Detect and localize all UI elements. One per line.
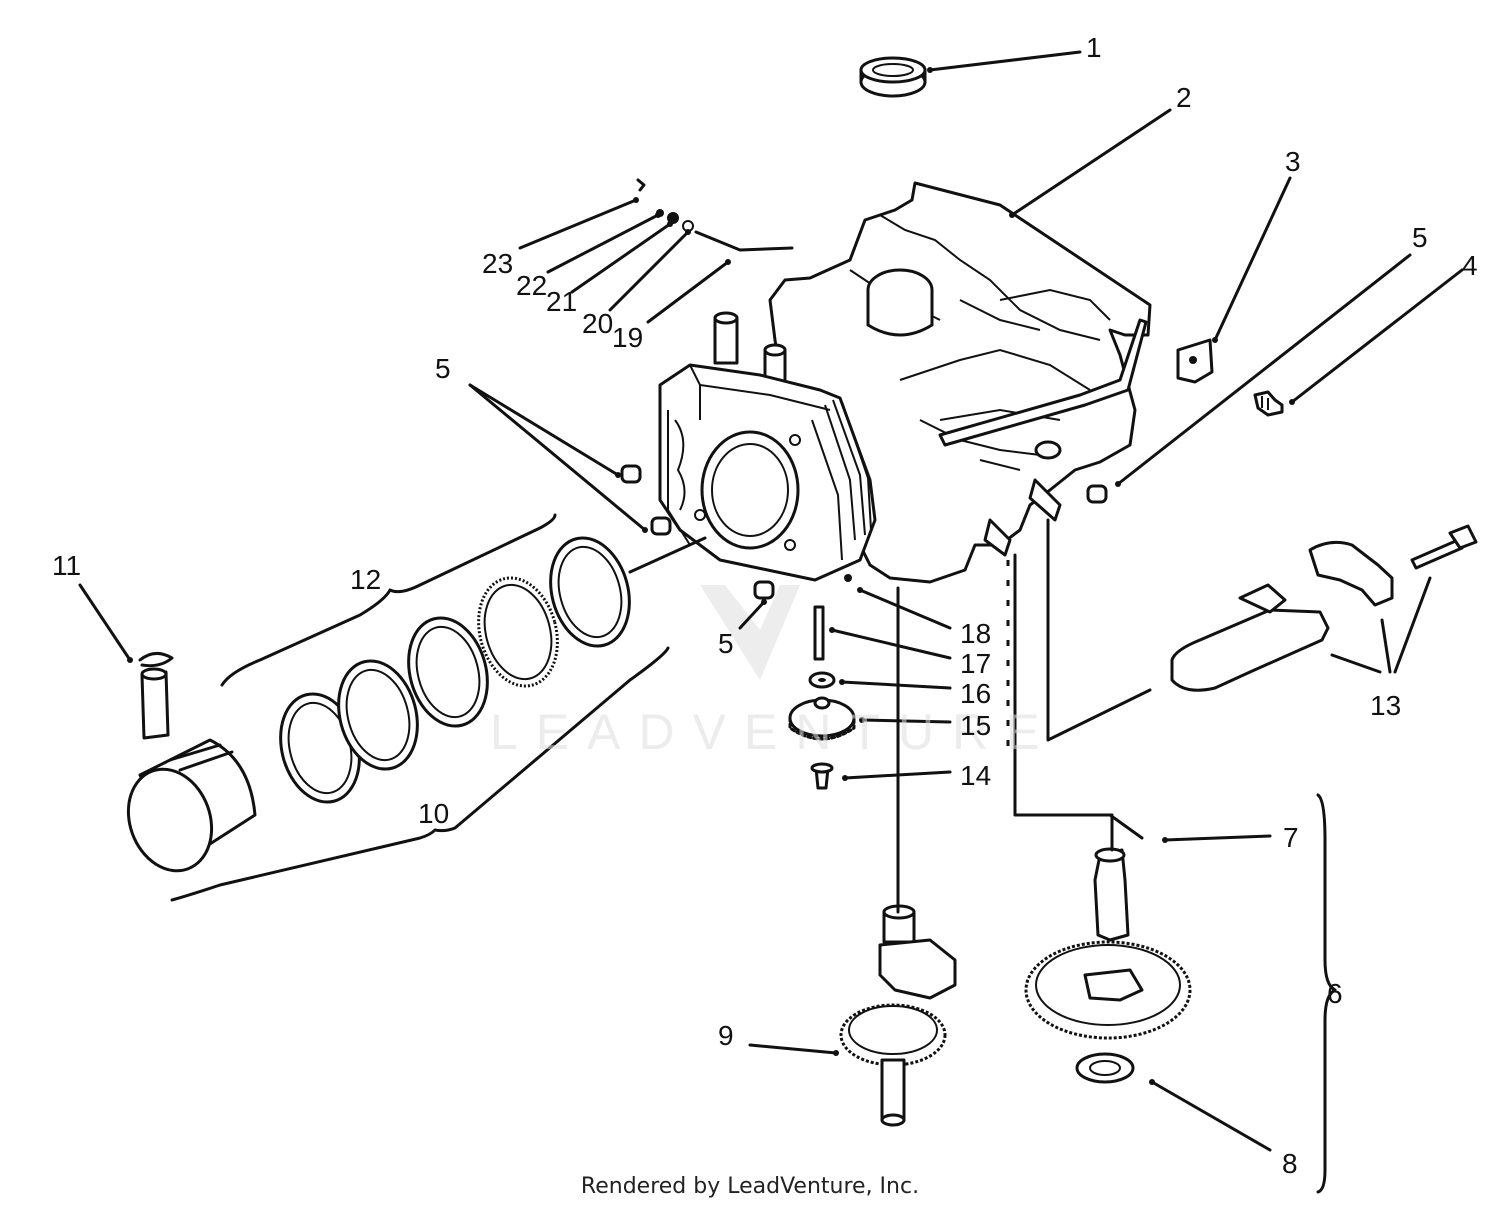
callout-23: 23: [482, 248, 514, 279]
callout-1: 1: [1086, 32, 1102, 63]
governor-linkage-part: [636, 178, 794, 252]
callout-4: 4: [1462, 250, 1478, 281]
callout-7: 7: [1283, 822, 1299, 853]
callout-5-right: 5: [1412, 222, 1428, 253]
watermark-logo: [700, 585, 800, 680]
callout-9: 9: [718, 1020, 734, 1051]
brace-rings-top: [220, 513, 557, 687]
cylinder-block-part: [658, 181, 1152, 584]
governor-gear-stack-part: [788, 574, 856, 790]
callout-21: 21: [546, 286, 578, 317]
leader-lines: [78, 50, 1464, 1152]
camshaft-part: [1024, 813, 1192, 1040]
alignment-lines: [628, 518, 1152, 914]
callout-22: 22: [516, 270, 548, 301]
brace-camshaft-assembly: [1316, 793, 1337, 1194]
callout-11: 11: [52, 550, 82, 581]
callout-5-left: 5: [435, 353, 451, 384]
callout-19: 19: [612, 322, 644, 353]
callout-13: 13: [1370, 690, 1402, 721]
callout-14: 14: [960, 760, 992, 791]
washer-part: [1075, 1052, 1135, 1084]
seal-ring-part: [859, 56, 927, 98]
callout-6: 6: [1327, 978, 1343, 1009]
callout-2: 2: [1176, 82, 1192, 113]
callout-12: 12: [350, 564, 382, 595]
piston-part: [126, 738, 257, 873]
piston-rings-part: [279, 536, 631, 804]
callout-15: 15: [960, 710, 992, 741]
footer-credit: Rendered by LeadVenture, Inc.: [580, 1174, 920, 1199]
callout-8: 8: [1282, 1148, 1298, 1179]
bracket-part: [1176, 338, 1214, 384]
callout-5-bottom: 5: [718, 628, 734, 659]
retaining-clip-part: [138, 652, 174, 668]
dowel-bushings-part: [620, 464, 1108, 600]
callout-18: 18: [960, 618, 992, 649]
watermark-text: LEADVENTURE: [490, 704, 1058, 760]
callout-10: 10: [418, 798, 450, 829]
brace-piston-assembly: [170, 646, 670, 902]
bolt-part: [1253, 390, 1284, 417]
callout-20: 20: [582, 308, 614, 339]
callout-17: 17: [960, 648, 992, 679]
callout-16: 16: [960, 678, 992, 709]
piston-pin-part: [140, 667, 170, 740]
connecting-rod-part: [1170, 524, 1478, 692]
callout-3: 3: [1285, 146, 1301, 177]
crankshaft-part: [839, 904, 957, 1127]
